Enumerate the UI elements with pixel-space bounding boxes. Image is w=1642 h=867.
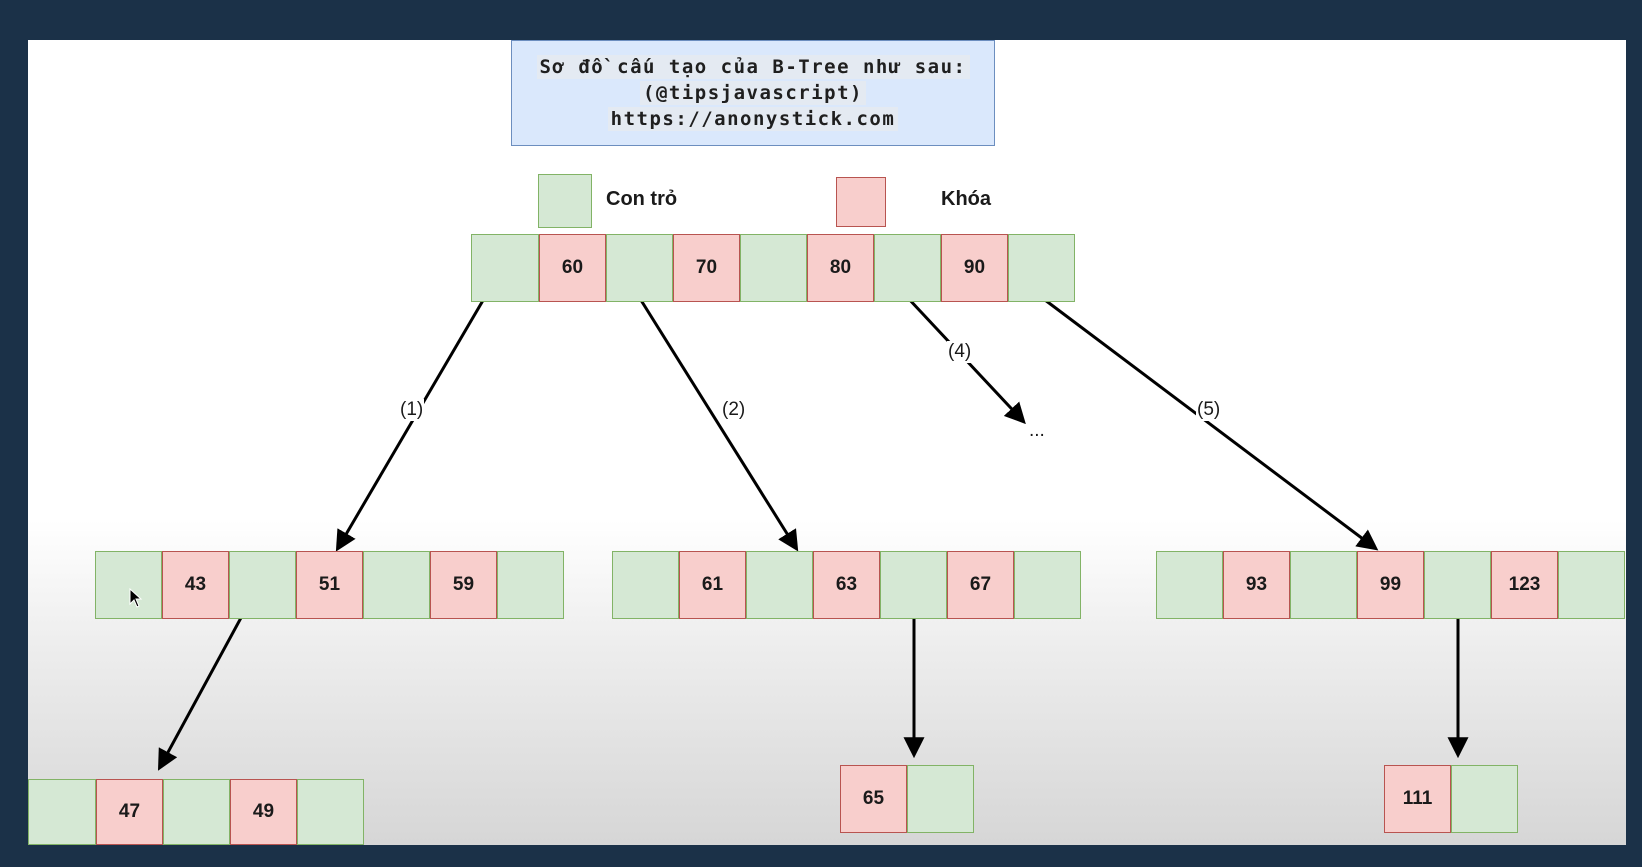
child1-key: 43	[162, 551, 229, 619]
leafa-pointer-2	[297, 779, 364, 845]
child5-pointer-0	[1156, 551, 1223, 619]
root-pointer-0	[471, 234, 539, 302]
child5-key: 93	[1223, 551, 1290, 619]
leafa-key: 47	[96, 779, 163, 845]
child2-key: 67	[947, 551, 1014, 619]
mouse-cursor-icon	[129, 588, 143, 608]
edge-label-1: (1)	[399, 399, 425, 421]
child1-pointer-0	[95, 551, 162, 619]
leafa-pointer-0	[28, 779, 96, 845]
leafa-key: 49	[230, 779, 297, 845]
ellipsis-label: ...	[1029, 420, 1045, 441]
leafc-key: 111	[1384, 765, 1451, 833]
root-pointer-2	[740, 234, 807, 302]
legend-pointer-swatch	[538, 174, 592, 228]
root-pointer-1	[606, 234, 673, 302]
diagram-canvas: Sơ đồ cấu tạo của B-Tree như sau: (@tips…	[28, 40, 1626, 845]
leafb-key: 65	[840, 765, 907, 833]
edge-label-4: (4)	[947, 341, 973, 363]
child5-pointer-3	[1558, 551, 1625, 619]
edge-child1-leaf-a	[157, 591, 257, 771]
root-key: 80	[807, 234, 874, 302]
leafc-pointer-0	[1451, 765, 1518, 833]
edge-layer	[157, 295, 1469, 771]
child2-key: 61	[679, 551, 746, 619]
child2-pointer-3	[1014, 551, 1081, 619]
child2-pointer-1	[746, 551, 813, 619]
legend-key-label: Khóa	[941, 188, 991, 210]
edge-5	[1040, 295, 1379, 551]
edge-1	[335, 296, 487, 552]
child1-pointer-2	[363, 551, 430, 619]
child2-pointer-2	[880, 551, 947, 619]
edge-label-5: (5)	[1196, 399, 1222, 421]
child5-pointer-2	[1424, 551, 1491, 619]
child1-pointer-1	[229, 551, 296, 619]
root-key: 70	[673, 234, 740, 302]
child1-key: 59	[430, 551, 497, 619]
root-key: 90	[941, 234, 1008, 302]
child5-key: 99	[1357, 551, 1424, 619]
leafb-pointer-0	[907, 765, 974, 833]
edge-2	[637, 296, 799, 552]
legend-key-swatch	[836, 177, 886, 227]
edge-label-2: (2)	[721, 399, 747, 421]
leafa-pointer-1	[163, 779, 230, 845]
title-box: Sơ đồ cấu tạo của B-Tree như sau: (@tips…	[511, 40, 995, 146]
legend-pointer-label: Con trỏ	[606, 188, 678, 210]
root-key: 60	[539, 234, 606, 302]
title-line-2: (@tipsjavascript)	[640, 81, 866, 105]
child5-key: 123	[1491, 551, 1558, 619]
child1-key: 51	[296, 551, 363, 619]
root-pointer-3	[874, 234, 941, 302]
child5-pointer-1	[1290, 551, 1357, 619]
root-pointer-4	[1008, 234, 1075, 302]
child2-pointer-0	[612, 551, 679, 619]
title-line-3: https://anonystick.com	[607, 107, 899, 131]
title-line-1: Sơ đồ cấu tạo của B-Tree như sau:	[536, 55, 970, 79]
child2-key: 63	[813, 551, 880, 619]
child1-pointer-3	[497, 551, 564, 619]
